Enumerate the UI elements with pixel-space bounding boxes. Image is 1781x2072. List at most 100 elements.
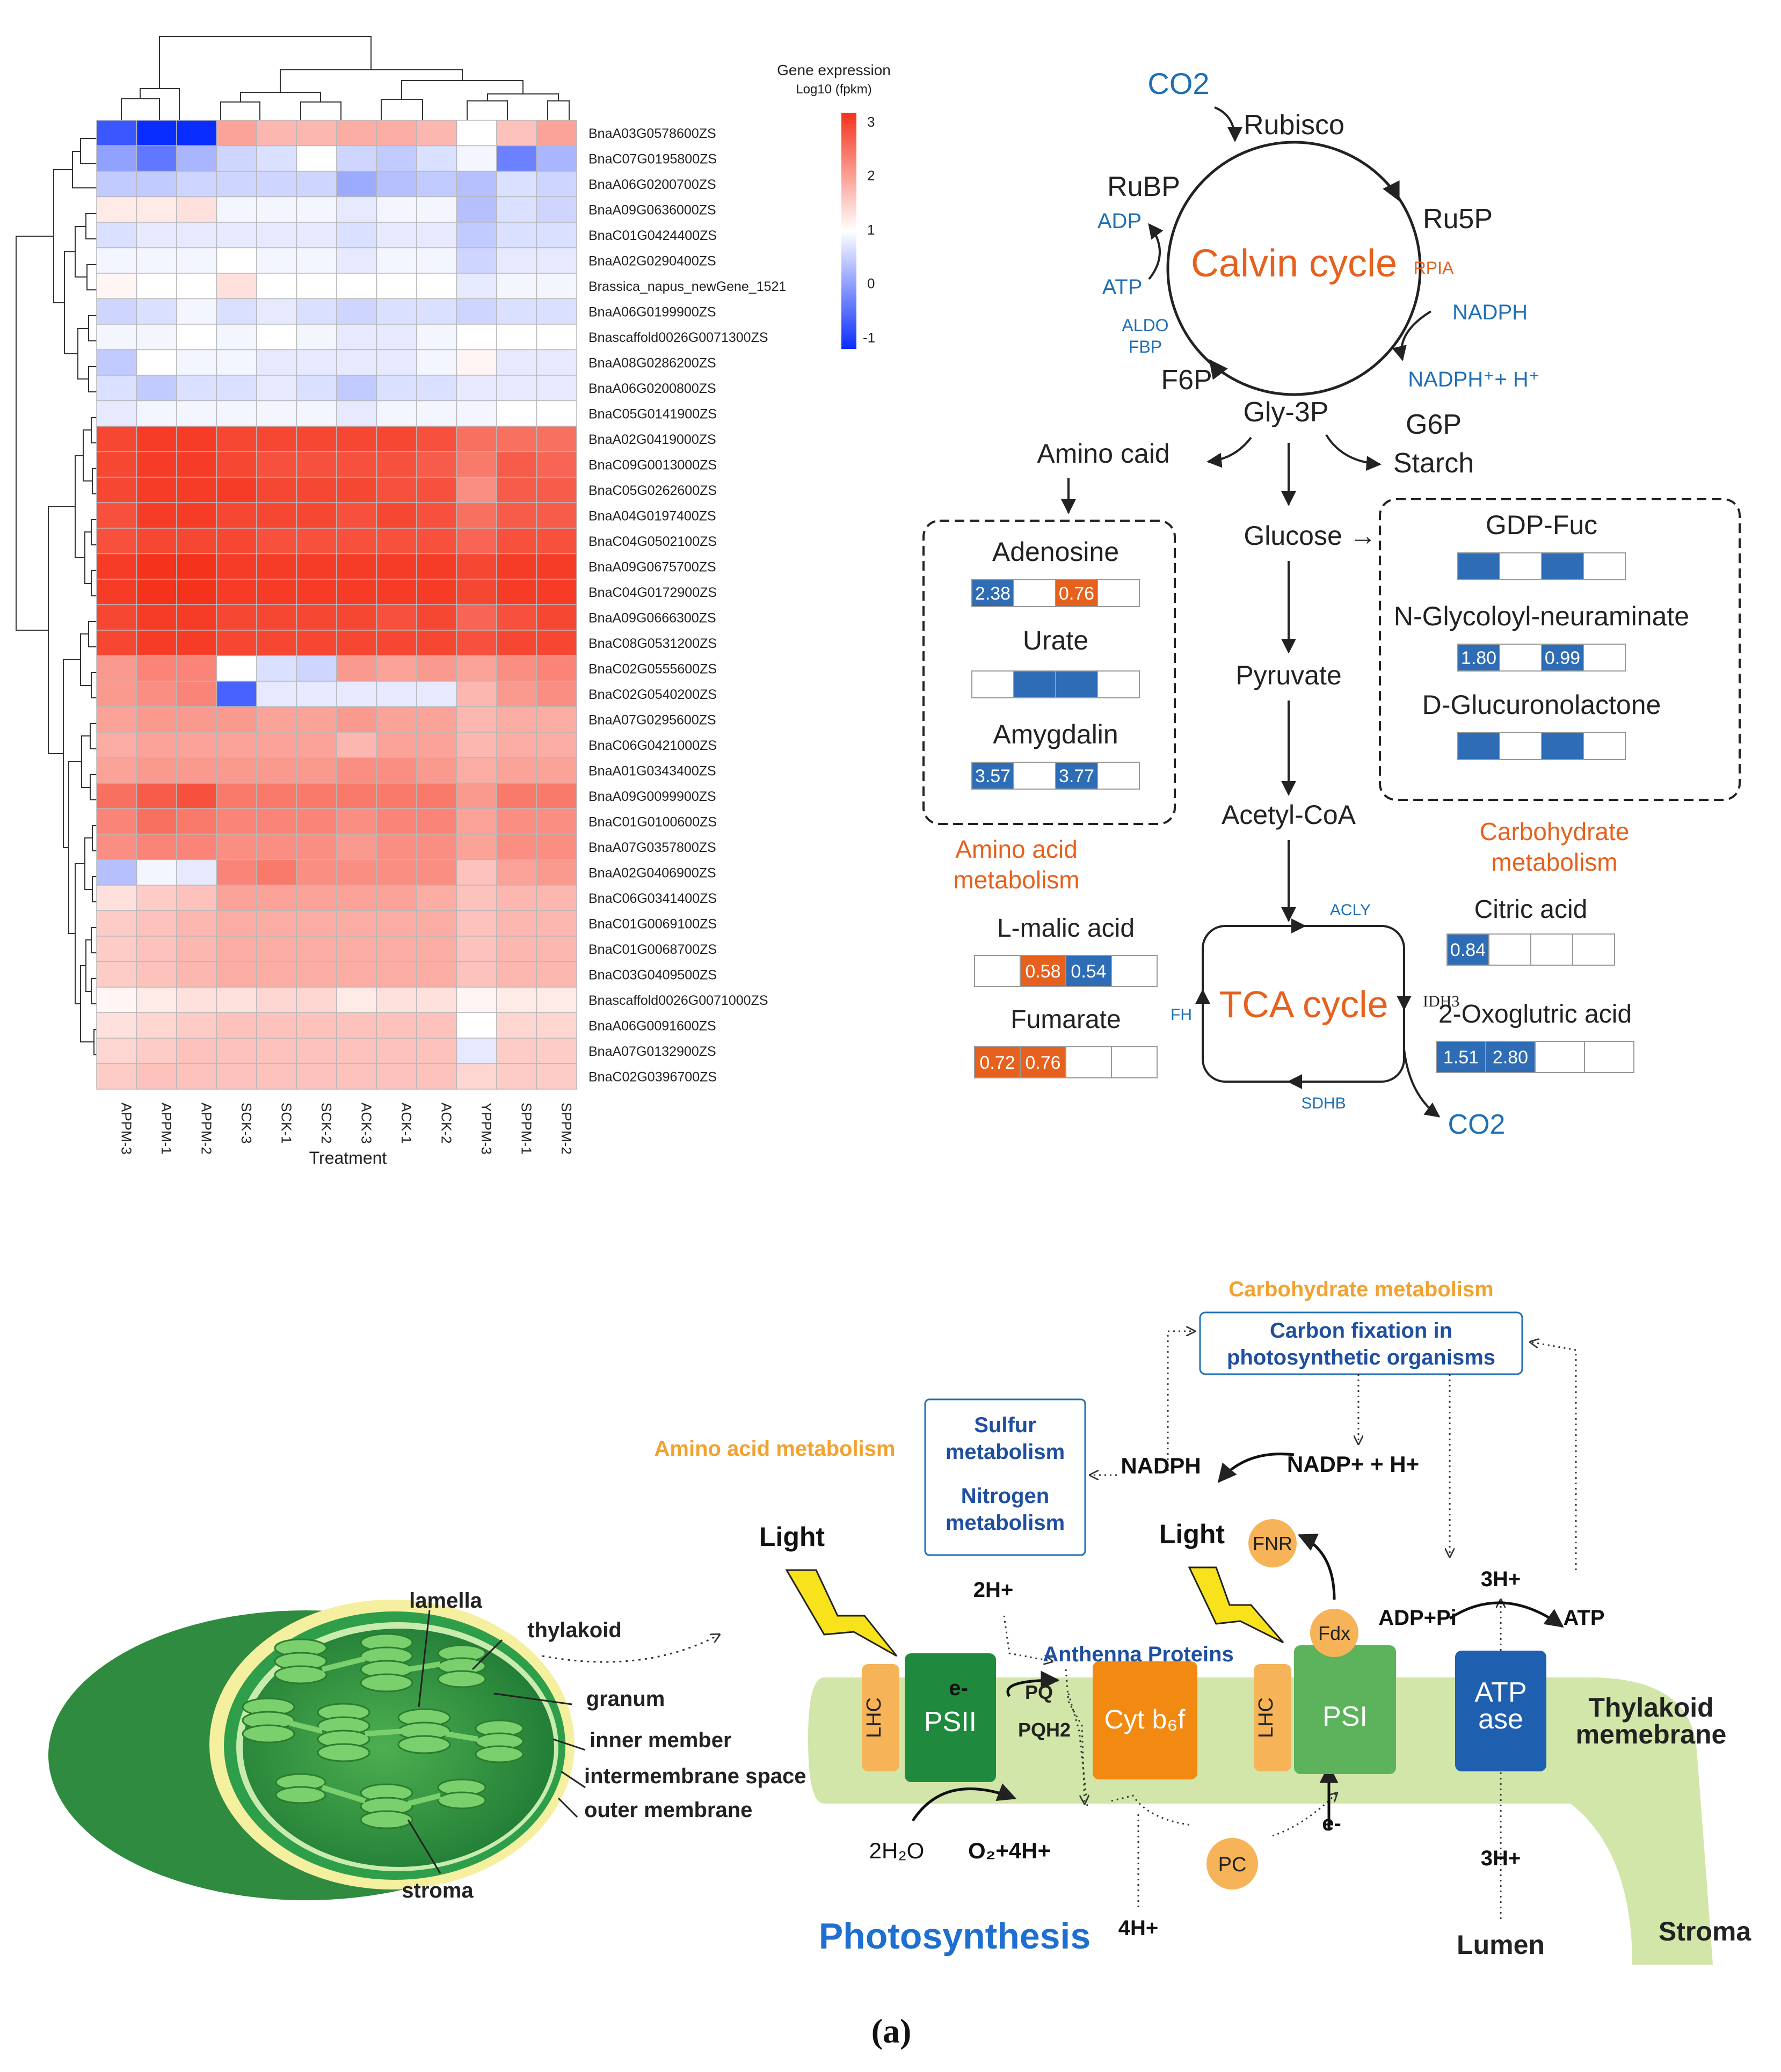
heatmap-cell: [296, 859, 337, 886]
metabolite-value-cell: [1457, 644, 1500, 672]
gene-label: BnaC06G0421000ZS: [588, 738, 717, 753]
heatmap-cell: [536, 732, 577, 758]
f6p-label: F6P: [1161, 364, 1212, 396]
heatmap-cell: [296, 808, 337, 835]
heatmap-cell: [176, 834, 217, 860]
heatmap-cell: [216, 502, 257, 529]
heatmap-cell: [176, 375, 217, 402]
heatmap-cell: [456, 247, 497, 274]
heatmap-cell: [96, 273, 137, 300]
heatmap-cell: [256, 145, 297, 172]
heatmap-cell: [496, 910, 537, 937]
heatmap-cell: [376, 961, 417, 988]
heatmap-cell: [536, 247, 577, 274]
heatmap-cell: [456, 885, 497, 911]
heatmap-cell: [416, 273, 457, 300]
nadp-label: NADP+ + H+: [1287, 1451, 1419, 1477]
heatmap-cell: [416, 579, 457, 605]
nitrogen-text: Nitrogen: [961, 1484, 1049, 1508]
pqh2-label: PQH2: [1018, 1719, 1071, 1741]
heatmap-cell: [336, 1012, 377, 1039]
metabolite-value-cell: [1583, 644, 1626, 672]
heatmap-cell: [336, 375, 377, 402]
three-h-top-label: 3H+: [1481, 1567, 1521, 1591]
heatmap-cell: [456, 1063, 497, 1090]
psii-label: PSII: [924, 1706, 977, 1738]
gene-label: BnaA07G0295600ZS: [588, 712, 716, 727]
heatmap-cell: [96, 987, 137, 1013]
x-axis-label: Treatment: [309, 1148, 387, 1168]
lhc-complex: [1254, 1664, 1291, 1771]
heatmap-cell: [456, 1012, 497, 1039]
heatmap-cell: [496, 859, 537, 886]
heatmap-cell: [456, 655, 497, 682]
oxygen-label: O₂+4H+: [968, 1838, 1051, 1863]
gene-label: BnaC04G0172900ZS: [588, 585, 717, 600]
gene-label: BnaA01G0343400ZS: [588, 763, 716, 778]
heatmap-cell: [136, 885, 177, 911]
heatmap-cell: [416, 247, 457, 274]
heatmap-cell: [416, 426, 457, 453]
carb-metabolism-label: Carbohydrate metabolism: [1228, 1278, 1493, 1301]
heatmap-cell: [256, 120, 297, 147]
heatmap-cell: [536, 630, 577, 656]
heatmap-cell: [296, 732, 337, 758]
heatmap-cell: [176, 171, 217, 198]
metabolite-value: 1.51: [1443, 1047, 1479, 1068]
heatmap-cell: [416, 732, 457, 758]
heatmap-cell: [456, 630, 497, 656]
heatmap-cell: [296, 681, 337, 707]
heatmap-cell: [296, 834, 337, 860]
light-label: Light: [759, 1522, 825, 1552]
heatmap-cell: [176, 451, 217, 478]
gene-label: BnaA07G0132900ZS: [588, 1044, 716, 1059]
heatmap-cell: [256, 885, 297, 911]
heatmap-cell: [416, 1038, 457, 1064]
heatmap-cell: [376, 834, 417, 860]
fbp-enzyme: FBP: [1129, 337, 1162, 356]
heatmap-cell: [416, 222, 457, 249]
metabolite-value-cell: [971, 579, 1014, 607]
acly-enzyme: ACLY: [1330, 901, 1371, 919]
heatmap-cell: [176, 120, 217, 147]
fnr-node: [1248, 1519, 1297, 1567]
heatmap-cell: [376, 579, 417, 605]
metabolite-value-cell: [1013, 762, 1056, 790]
fdx-label: Fdx: [1318, 1622, 1350, 1644]
heatmap-cell: [176, 298, 217, 325]
column-label: ACK-2: [438, 1103, 454, 1144]
heatmap-cell: [136, 961, 177, 988]
heatmap-cell: [376, 451, 417, 478]
heatmap-cell: [336, 502, 377, 529]
heatmap-cell: [96, 477, 137, 504]
atpase-complex: [1455, 1651, 1546, 1771]
gene-label: BnaA08G0286200ZS: [588, 355, 716, 370]
gene-label: BnaC01G0069100ZS: [588, 916, 717, 931]
heatmap-cell: [536, 1012, 577, 1039]
heatmap-cell: [136, 247, 177, 274]
gene-label: BnaA06G0199900ZS: [588, 304, 716, 319]
metabolite-value: 0.76: [1025, 1053, 1060, 1073]
heatmap-cell: [256, 910, 297, 937]
heatmap-cell: [136, 222, 177, 249]
heatmap-cell: [336, 222, 377, 249]
heatmap-cell: [296, 171, 337, 198]
heatmap-cell: [96, 834, 137, 860]
column-label: YPPM-3: [478, 1103, 495, 1155]
nitrogen-text: metabolism: [946, 1511, 1065, 1535]
heatmap-cell: [456, 732, 497, 758]
carb-caption: metabolism: [1491, 848, 1617, 876]
heatmap-cell: [296, 936, 337, 962]
heatmap-cell: [176, 910, 217, 937]
heatmap-cell: [416, 528, 457, 555]
co2-output: CO2: [1448, 1109, 1506, 1140]
sulfur-text: Sulfur: [974, 1413, 1036, 1437]
metabolite-entry: Urate: [971, 625, 1140, 698]
lamella-connectors: [289, 1656, 478, 1806]
heatmap-cell: [96, 808, 137, 835]
heatmap-cell: [456, 961, 497, 988]
heatmap-cell: [256, 171, 297, 198]
heatmap-cell: [456, 145, 497, 172]
heatmap-cell: [216, 808, 257, 835]
metabolite-value-cell: [1111, 955, 1158, 987]
